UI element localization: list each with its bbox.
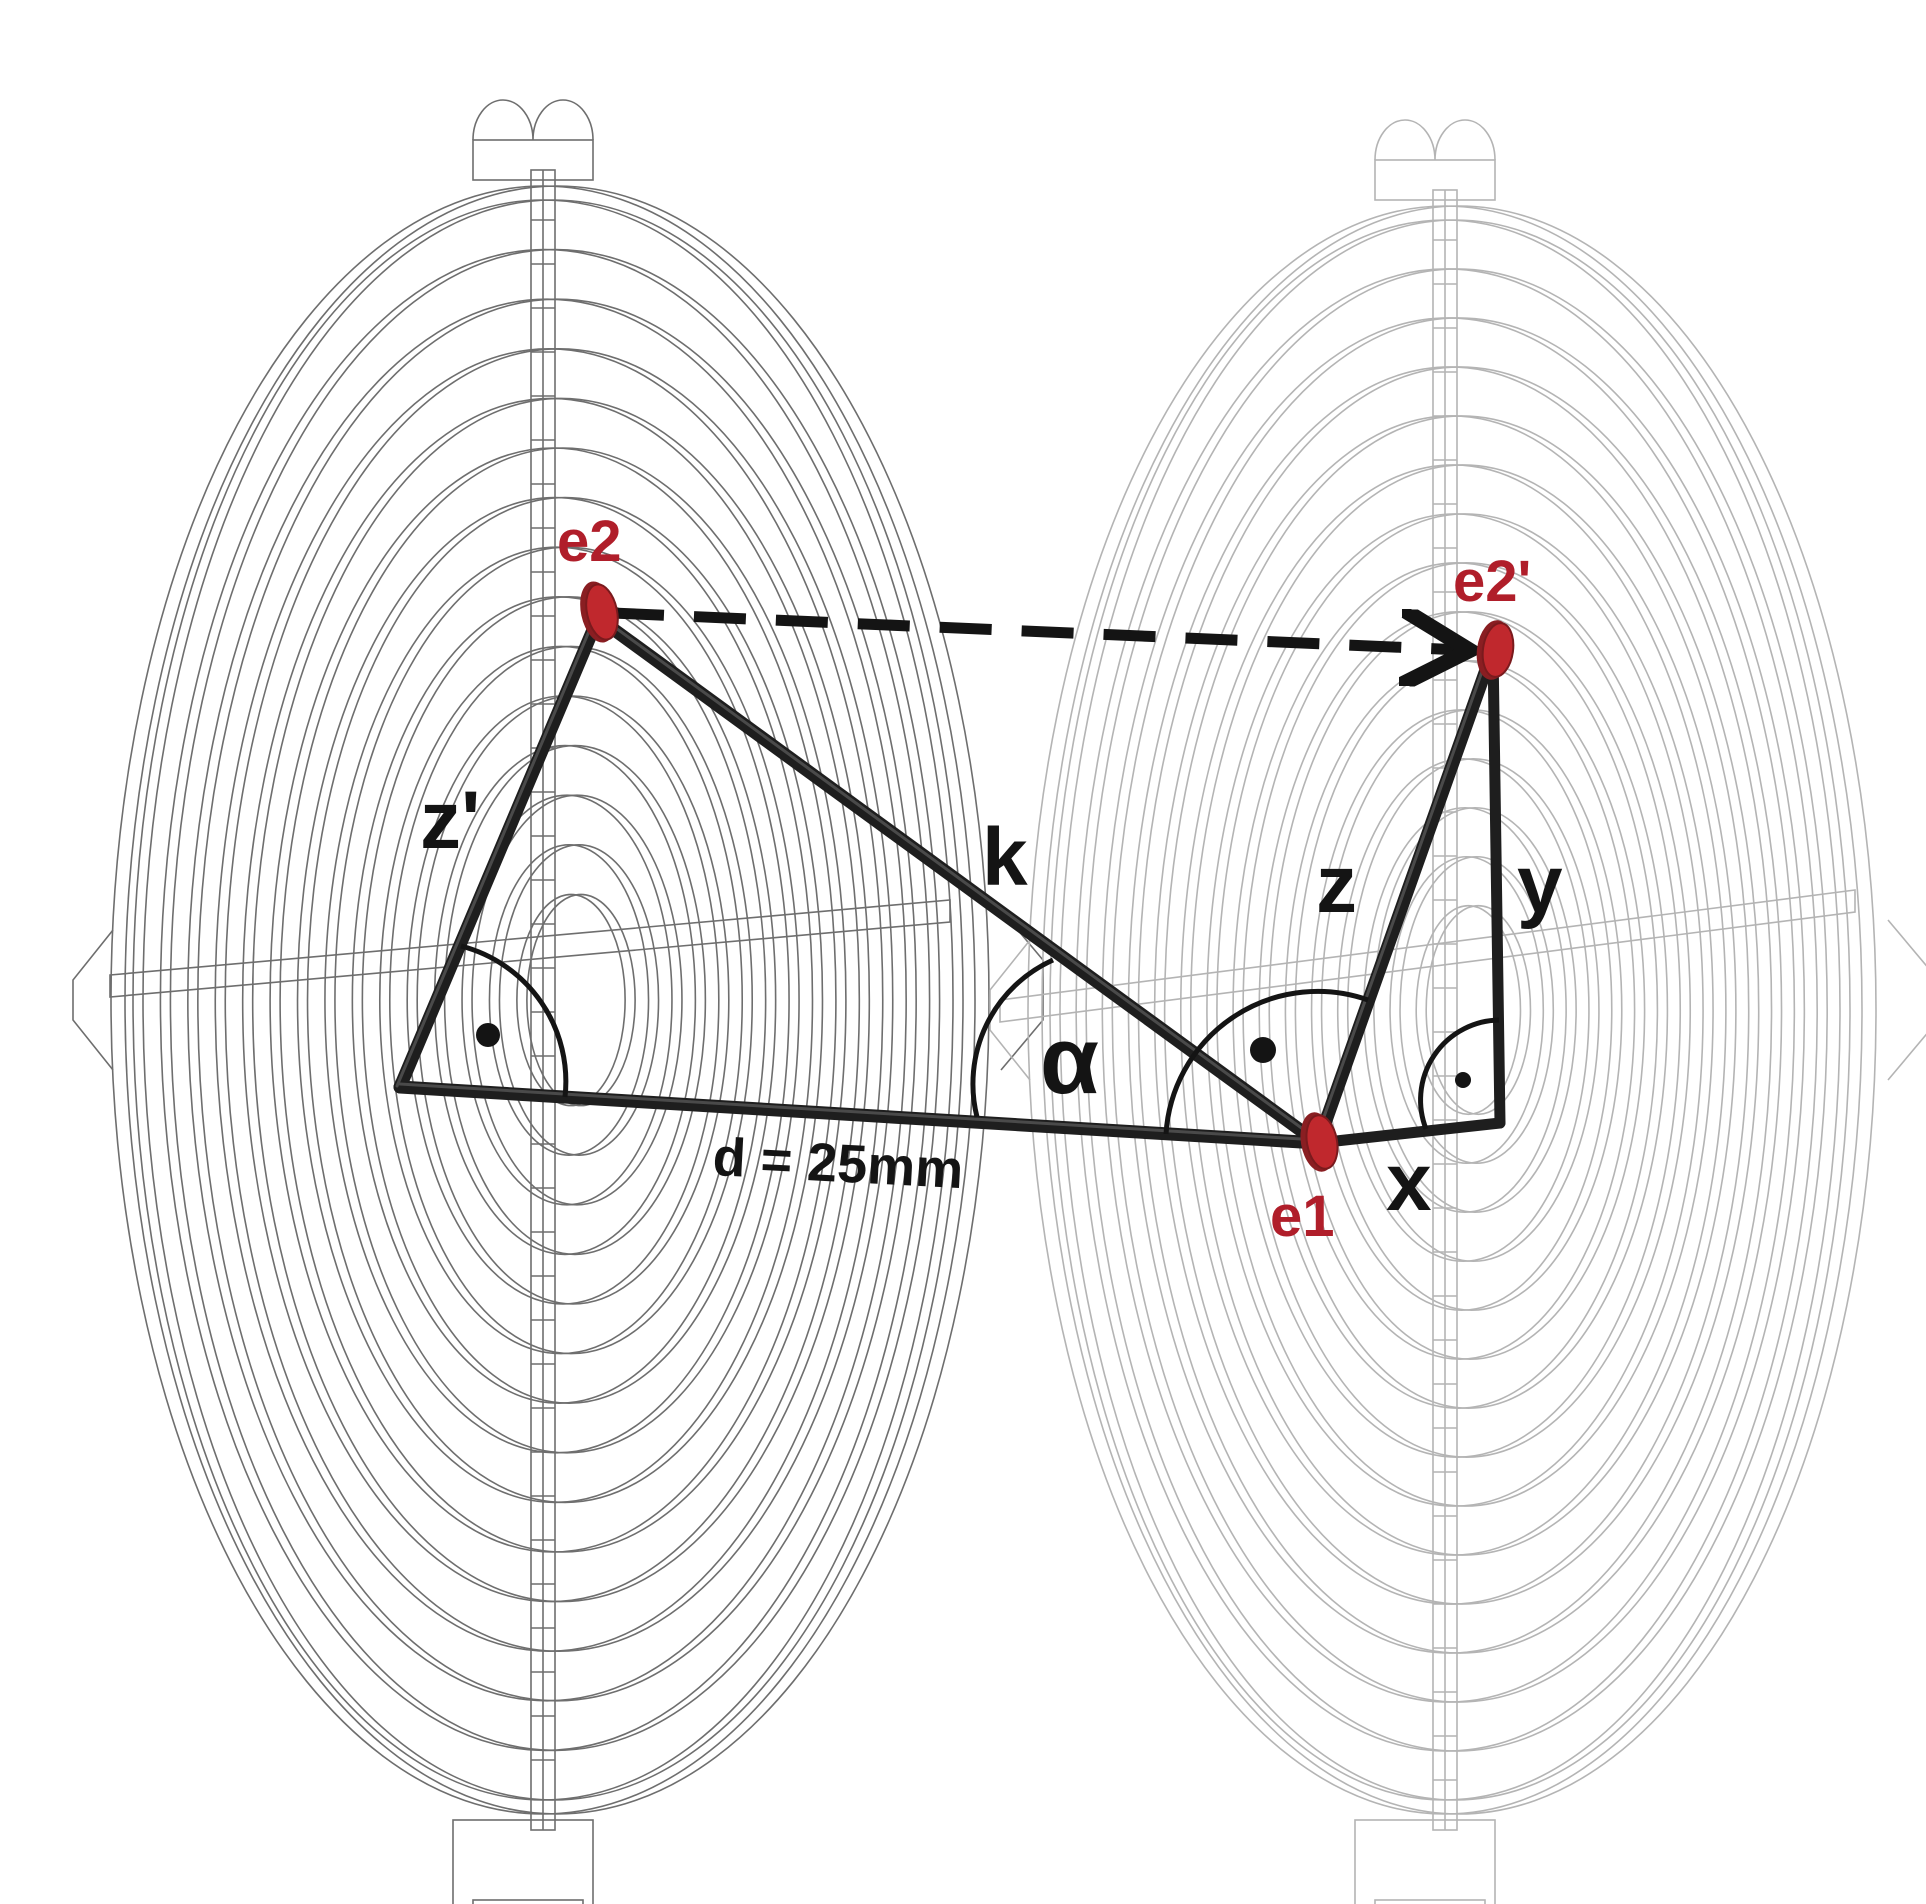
vector-z [1311, 643, 1500, 1150]
electrode-e1 [1300, 1112, 1339, 1172]
vector-z-prime [393, 611, 605, 1094]
angle-arcs [460, 943, 1500, 1135]
vector-x [1312, 1117, 1506, 1149]
right-coil [989, 119, 1926, 1904]
label-e1: e1 [1270, 1184, 1335, 1249]
alpha-arc [970, 957, 1055, 1118]
right-angle-dot-icon [476, 1023, 1471, 1088]
vector-y [1487, 644, 1506, 1129]
label-distance: d = 25mm [711, 1127, 964, 1200]
dashed-arrow-icon [611, 607, 1462, 650]
label-e2: e2 [557, 509, 622, 574]
right-angle-arc-e1 [1163, 988, 1369, 1135]
electrode-e2 [580, 581, 619, 643]
label-x: x [1386, 1137, 1432, 1228]
vector-lines [393, 611, 1506, 1150]
label-z: z [1316, 839, 1357, 930]
label-e2-prime: e2' [1453, 549, 1531, 614]
electrode-disc-icon [580, 581, 1515, 1172]
right-angle-arc-x [1418, 1017, 1500, 1130]
label-k: k [982, 812, 1028, 903]
vector-k [591, 611, 1325, 1150]
label-z-prime: z' [420, 775, 481, 866]
label-y: y [1517, 839, 1563, 930]
right-angle-arc-left [460, 943, 569, 1098]
left-coil [72, 99, 1044, 1904]
electrode-e2-prime [1476, 620, 1515, 680]
label-alpha: α [1040, 1007, 1099, 1114]
